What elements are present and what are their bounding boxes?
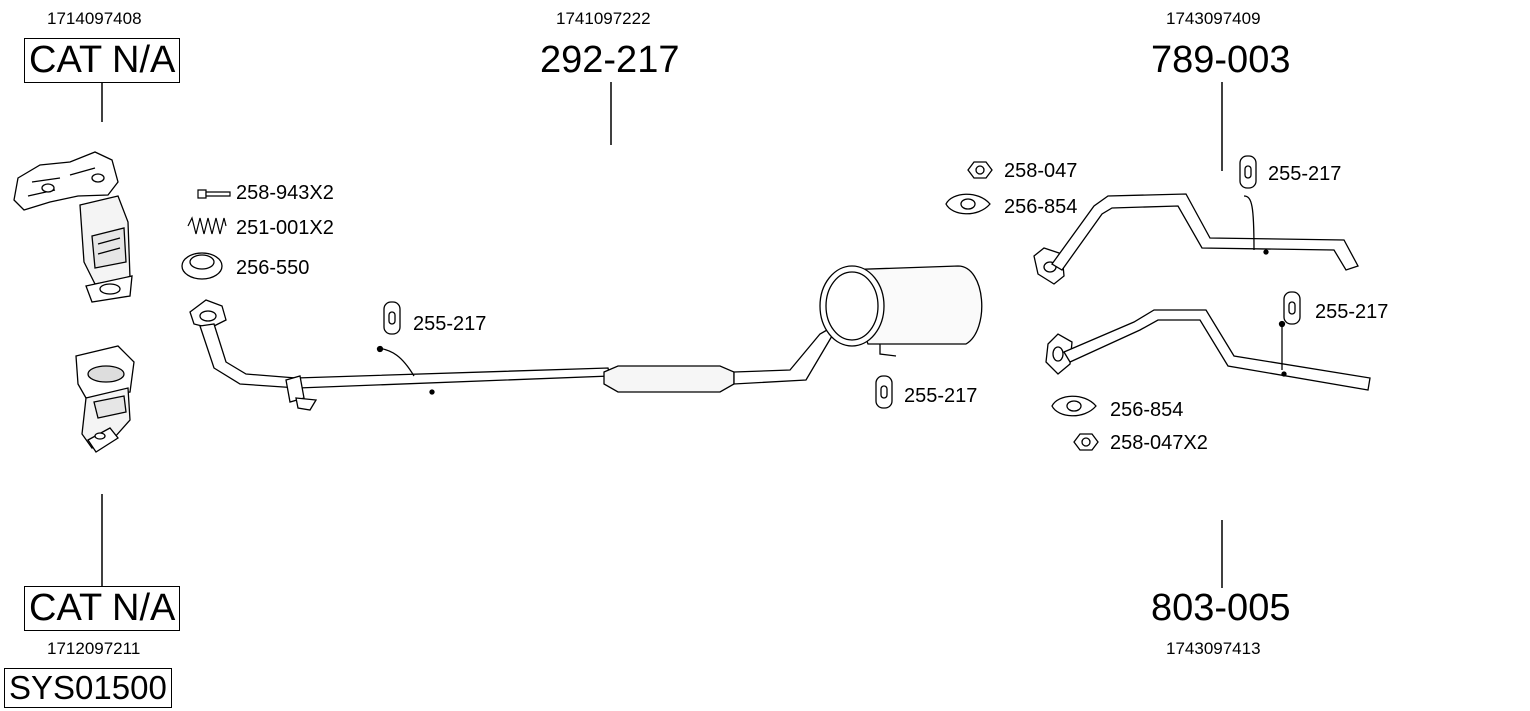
part-number-front-cat-top[interactable]: CAT N/A xyxy=(24,38,181,83)
hanger-icon xyxy=(1240,156,1256,188)
part-number-hanger-tail-bottom[interactable]: 255-217 xyxy=(1315,301,1389,323)
part-number-tail-pipe-bottom[interactable]: 803-005 xyxy=(1151,587,1291,629)
ring-gasket-icon xyxy=(182,253,222,279)
oe-number-tail-pipe-bottom: 1743097413 xyxy=(1166,639,1261,658)
hanger-icon xyxy=(876,376,892,408)
hanger-icon xyxy=(1284,292,1300,324)
front-catalyst-bottom[interactable] xyxy=(76,346,134,452)
spring-icon xyxy=(188,218,226,234)
part-number-gasket-bottom[interactable]: 256-854 xyxy=(1110,399,1184,421)
oe-number-front-cat-top: 1714097408 xyxy=(47,9,142,28)
oe-number-front-cat-bottom: 1712097211 xyxy=(47,639,141,658)
part-number-hanger-middle[interactable]: 255-217 xyxy=(413,313,487,335)
gasket-icon xyxy=(1052,396,1096,416)
gasket-icon xyxy=(946,194,990,214)
part-number-gasket-top[interactable]: 256-854 xyxy=(1004,196,1078,218)
front-catalyst-top[interactable] xyxy=(14,152,132,302)
tail-pipe-top[interactable] xyxy=(1034,194,1358,284)
bolt-icon xyxy=(198,190,230,198)
system-code: SYS01500 xyxy=(4,668,172,708)
nut-icon xyxy=(968,162,992,178)
tail-pipe-bottom[interactable] xyxy=(1046,310,1370,390)
part-number-middle-pipe[interactable]: 292-217 xyxy=(540,39,680,81)
part-number-tail-pipe-top[interactable]: 789-003 xyxy=(1151,39,1291,81)
part-number-nut-top[interactable]: 258-047 xyxy=(1004,160,1078,182)
oe-number-tail-pipe-top: 1743097409 xyxy=(1166,9,1261,28)
nut-icon xyxy=(1074,434,1098,450)
part-number-nut-bottom[interactable]: 258-047X2 xyxy=(1110,432,1208,454)
part-number-hanger-silencer[interactable]: 255-217 xyxy=(904,385,978,407)
part-number-hanger-tail-top[interactable]: 255-217 xyxy=(1268,163,1342,185)
oe-number-middle-pipe: 1741097222 xyxy=(556,9,651,28)
part-number-bolt[interactable]: 258-943X2 xyxy=(236,182,334,204)
leader-lines xyxy=(102,82,1222,588)
part-number-ring-gasket[interactable]: 256-550 xyxy=(236,257,310,279)
part-number-spring[interactable]: 251-001X2 xyxy=(236,217,334,239)
part-number-front-cat-bottom[interactable]: CAT N/A xyxy=(24,586,181,631)
hanger-icon xyxy=(384,302,400,334)
middle-pipe[interactable] xyxy=(190,266,982,410)
